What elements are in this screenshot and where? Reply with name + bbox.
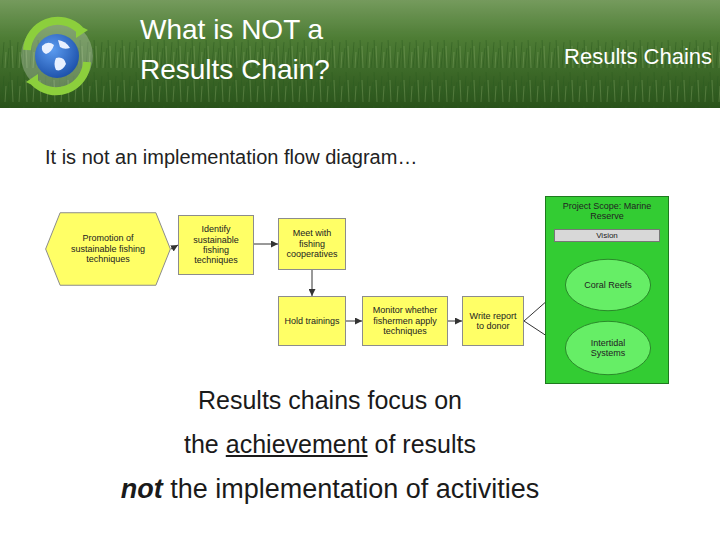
node-text: Meet with fishing cooperatives [283,228,341,259]
statement-text: the implementation of activities [170,474,539,504]
node-text: Vision [596,231,618,240]
vision-band: Vision [554,229,660,242]
node-text: Monitor whether fishermen apply techniqu… [367,305,443,336]
scope-box: VisionCoral ReefsIntertidal Systems Proje… [545,196,669,384]
node-text: Coral Reefs [584,280,632,290]
subtitle-text: It is not an implementation flow diagram… [45,146,417,169]
statement-text: the [184,430,219,458]
section-name: Results Chains [564,44,712,70]
activity-box: Monitor whether fishermen apply techniqu… [362,296,448,346]
goal-hexagon: Promotion of sustainable fishing techniq… [45,212,171,286]
node-text: Write report to donor [467,311,519,332]
target-circle: Coral Reefs [565,259,651,311]
activity-box: Write report to donor [462,296,524,346]
title-wrap: What is NOT a Results Chain? [140,10,400,90]
node-text: Identify sustainable fishing techniques [183,224,249,265]
flow-arrow [171,245,178,249]
statement-line: theachievementof results [0,430,660,459]
label-wrap: It is not an implementation flow diagram… [45,146,417,169]
activity-box: Meet with fishing cooperatives [278,218,346,270]
target-circle: Intertidal Systems [565,321,651,375]
node-text: Promotion of sustainable fishing techniq… [67,233,149,264]
statement-text: achievement [226,430,368,458]
statement-text: Results chains focus on [198,386,462,414]
statement-text: not [121,474,163,504]
scope-heading: Project Scope: Marine Reserve [552,201,662,222]
statement-line: Results chains focus on [0,386,660,415]
label-wrap: Results Chains [564,44,712,70]
flow-arrow [254,244,278,245]
node-text: Hold trainings [284,316,339,326]
flow-arrow [312,270,313,296]
activity-box: Identify sustainable fishing techniques [178,215,254,275]
flow-arrow [346,321,362,322]
slide-title: What is NOT a Results Chain? [140,10,400,90]
node-text: Intertidal Systems [577,338,639,359]
statement-line: notthe implementation of activities [0,474,660,505]
globe-logo [21,20,93,92]
statement-text: of results [375,430,476,458]
activity-box: Hold trainings [278,296,346,346]
flow-arrow [448,321,462,322]
